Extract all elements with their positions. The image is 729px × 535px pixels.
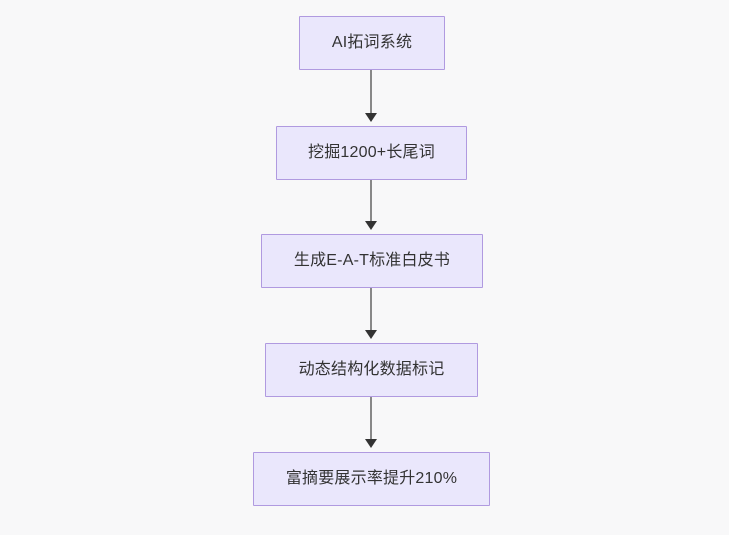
edge-n4-n5-arrowhead [365,439,377,448]
edge-n3-n4-arrowhead [365,330,377,339]
flowchart-node-generate-eat-whitepaper[interactable]: 生成E-A-T标准白皮书 [261,234,483,288]
flowchart-node-ai-keyword-system[interactable]: AI拓词系统 [299,16,445,70]
edge-n4-n5-line [370,397,372,443]
flowchart-node-label: 挖掘1200+长尾词 [308,144,435,161]
flowchart-node-label: AI拓词系统 [331,34,413,51]
edge-n1-n2-arrowhead [365,113,377,122]
flowchart-node-label: 动态结构化数据标记 [298,361,445,378]
flowchart-node-dynamic-structured-data-markup[interactable]: 动态结构化数据标记 [265,343,478,397]
edge-n2-n3-line [370,180,372,225]
edge-n2-n3-arrowhead [365,221,377,230]
flowchart-node-label: 富摘要展示率提升210% [285,470,458,487]
flowchart-node-label: 生成E-A-T标准白皮书 [293,252,451,269]
flowchart-node-mine-longtail-keywords[interactable]: 挖掘1200+长尾词 [276,126,467,180]
edge-n1-n2-line [370,70,372,117]
flowchart-node-rich-snippet-impression-lift[interactable]: 富摘要展示率提升210% [253,452,490,506]
edge-n3-n4-line [370,288,372,334]
